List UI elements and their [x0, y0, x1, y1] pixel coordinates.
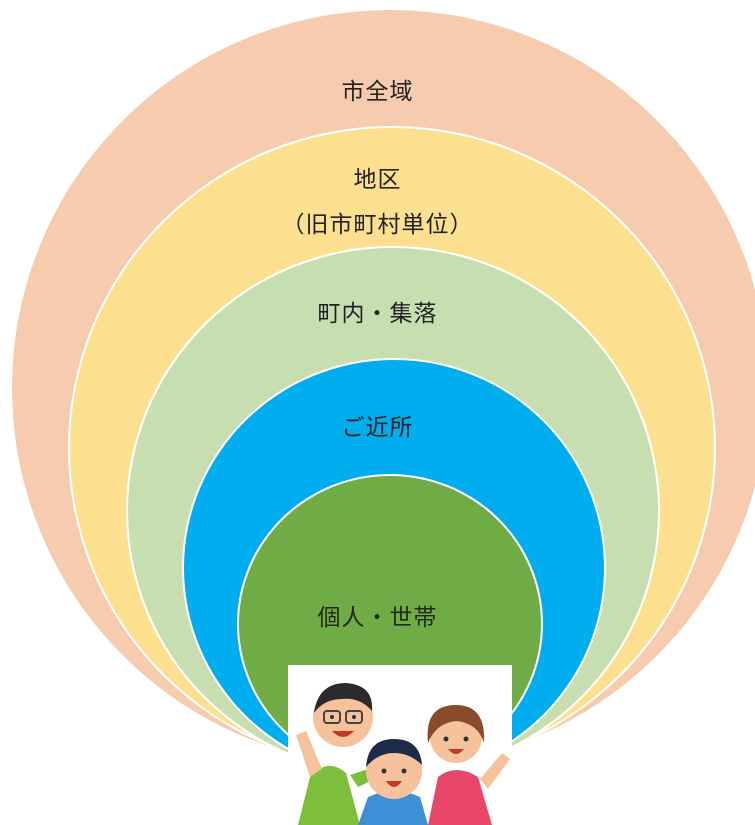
label-district-sub: （旧市町村単位） [281, 212, 474, 238]
label-neighborhood: ご近所 [341, 415, 414, 441]
family-illustration [288, 665, 512, 825]
child-figure [358, 739, 428, 825]
label-district: 地区 [353, 167, 402, 193]
label-city: 市全域 [341, 79, 414, 105]
label-household: 個人・世帯 [317, 605, 438, 631]
label-town: 町内・集落 [317, 301, 438, 327]
mother-figure [427, 705, 510, 825]
